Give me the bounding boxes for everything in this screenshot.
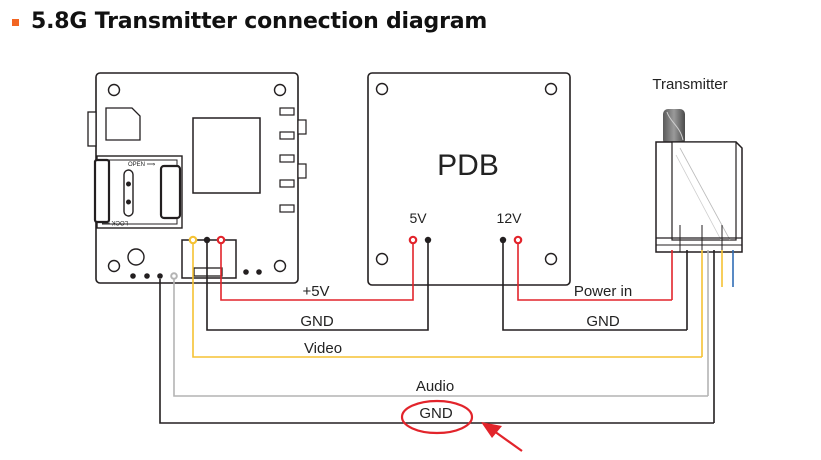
- pointer-arrow-icon: [481, 422, 523, 452]
- card-open-label: OPEN ⟹: [128, 162, 156, 168]
- mount-hole-icon: [107, 259, 121, 273]
- wire-audio: [173, 279, 708, 397]
- wire-5v: [220, 243, 414, 301]
- buzzer-icon: [127, 248, 145, 266]
- transmitter-module: Transmitter: [652, 76, 743, 423]
- label-5v-wire: +5V: [302, 283, 329, 300]
- mount-hole-icon: [273, 83, 287, 97]
- pdb-label: PDB: [437, 149, 499, 182]
- pin-video-icon: [188, 235, 198, 245]
- label-gnd-top-wire: GND: [300, 313, 334, 330]
- pdb-5v-gnd-pin-icon: [424, 236, 432, 244]
- mount-hole-icon: [375, 82, 389, 96]
- pdb-12v-pin-icon: [513, 235, 523, 245]
- mount-hole-icon: [107, 83, 121, 97]
- mount-hole-icon: [375, 252, 389, 266]
- wire-gnd-top: [206, 243, 429, 331]
- pdb-5v-label: 5V: [409, 210, 427, 226]
- label-gnd-power-wire: GND: [586, 313, 620, 330]
- pdb-board: PDB 5V 12V: [367, 72, 571, 286]
- label-gnd-bottom-wire: GND: [419, 405, 453, 422]
- mount-hole-icon: [273, 259, 287, 273]
- label-power-in-wire: Power in: [574, 283, 632, 300]
- pdb-5v-pin-icon: [408, 235, 418, 245]
- card-lock-label: LOCK ⟹: [101, 219, 128, 225]
- pdb-12v-label: 12V: [497, 210, 523, 226]
- pin-gnd-bottom-icon: [157, 273, 163, 279]
- pdb-12v-gnd-pin-icon: [499, 236, 507, 244]
- wire-gnd-bottom: [159, 279, 714, 424]
- pin-audio-icon: [170, 272, 178, 280]
- label-video-wire: Video: [304, 340, 342, 357]
- title-row: 5.8G Transmitter connection diagram: [12, 6, 487, 36]
- title-bullet-icon: [12, 18, 19, 26]
- wire-video: [192, 243, 702, 358]
- wire-gnd-power: [502, 243, 687, 331]
- label-audio-wire: Audio: [416, 378, 454, 395]
- diagram-title: 5.8G Transmitter connection diagram: [31, 8, 488, 34]
- transmitter-label: Transmitter: [652, 76, 727, 93]
- mount-hole-icon: [544, 252, 558, 266]
- chip-icon: [192, 117, 261, 194]
- pin-5v-icon: [216, 235, 226, 245]
- mount-hole-icon: [544, 82, 558, 96]
- pin-gnd-icon: [203, 236, 211, 244]
- wires: [159, 243, 714, 424]
- card-slot-icon: OPEN ⟹ LOCK ⟹: [93, 155, 183, 229]
- antenna-icon: [663, 109, 685, 145]
- highlight-ellipse: [400, 399, 474, 435]
- wire-power-in: [517, 243, 672, 301]
- camera-board: OPEN ⟹ LOCK ⟹: [87, 72, 307, 284]
